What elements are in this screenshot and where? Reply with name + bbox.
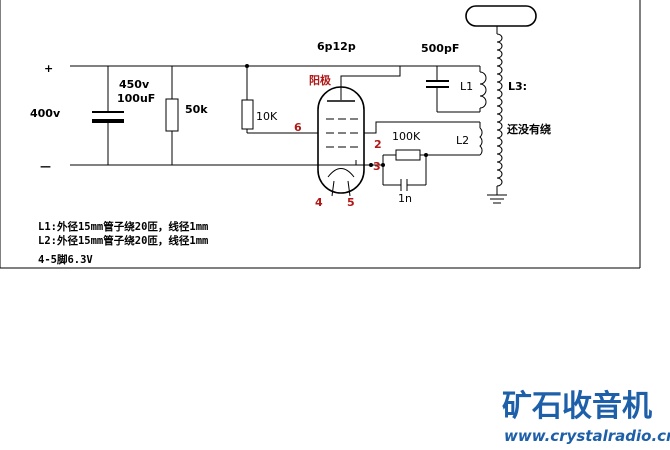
- l3-label: L3:: [508, 80, 527, 93]
- plus-label: +: [44, 62, 53, 75]
- pin-6-label: 6: [294, 121, 302, 134]
- l2-top-wire: [364, 121, 480, 134]
- cap-1n-label: 1n: [398, 192, 412, 205]
- tube-label: 6p12p: [317, 40, 356, 53]
- resistor-10k: [241, 66, 318, 134]
- main-filter-capacitor: [92, 66, 124, 165]
- pin-3-label: 3: [373, 160, 381, 173]
- pin-4-label: 4: [315, 196, 323, 209]
- grid-leak-network: [360, 149, 428, 191]
- coil-l2: [426, 122, 483, 156]
- minus-label: —: [40, 160, 51, 173]
- coil-l1: [479, 66, 487, 112]
- res-10k-label: 10K: [256, 110, 278, 123]
- pin-5-label: 5: [347, 196, 355, 209]
- res-100k-label: 100K: [392, 130, 421, 143]
- l3-note: 还没有绕: [506, 122, 551, 136]
- vacuum-tube-6p12p: [317, 84, 365, 197]
- resistor-50k: [165, 66, 179, 165]
- supply-voltage-label: 400v: [30, 107, 61, 120]
- top-load: [465, 5, 537, 27]
- res-50k-label: 50k: [185, 103, 208, 116]
- watermark-brand: 矿石收音机: [502, 389, 652, 424]
- note-l2: L2:外径15mm管子绕20匝，线径1mm: [38, 234, 208, 247]
- l2-label: L2: [456, 134, 469, 147]
- cap-500pf-label: 500pF: [421, 42, 459, 55]
- watermark-url: www.crystalradio.cn: [504, 427, 670, 445]
- anode-wire: [340, 66, 401, 84]
- note-heater: 4-5脚6.3V: [38, 253, 93, 266]
- capacitor-500pf: [426, 65, 480, 113]
- note-l1: L1:外径15mm管子绕20匝，线径1mm: [38, 220, 208, 233]
- coil-l3: [465, 5, 537, 204]
- anode-label: 阳极: [309, 73, 332, 87]
- pin-2-label: 2: [374, 138, 382, 151]
- l1-label: L1: [460, 80, 473, 93]
- cap-main-voltage: 450v: [119, 78, 150, 91]
- cap-main-value: 100uF: [117, 92, 155, 105]
